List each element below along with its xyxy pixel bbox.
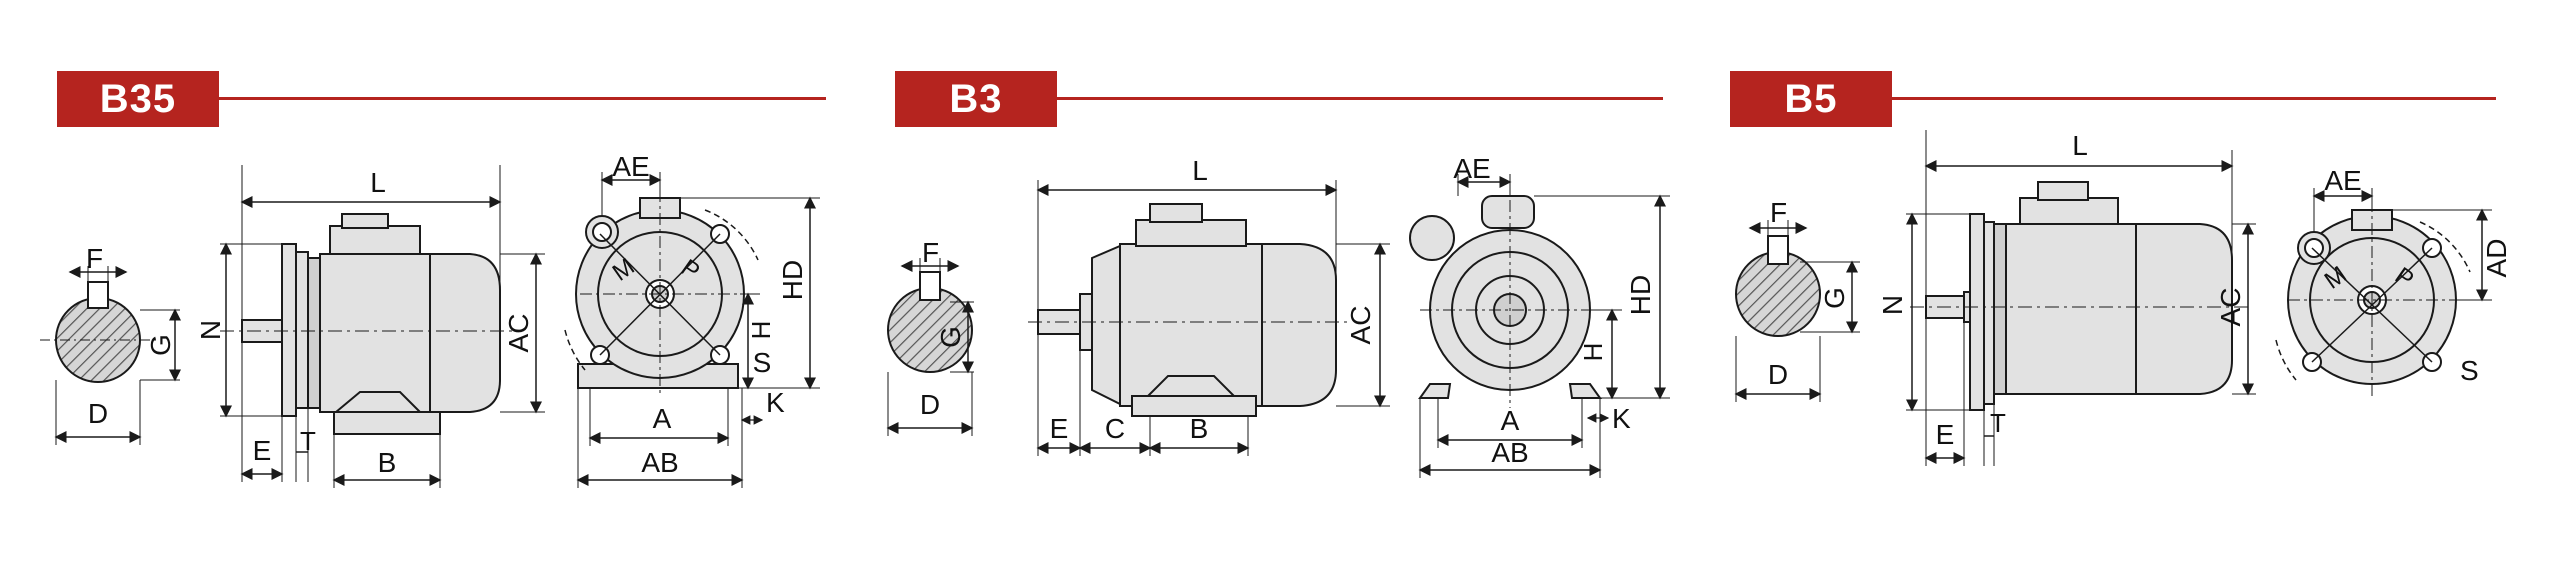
mounting-tag-b35: B35 [57, 71, 219, 127]
label-d: D [88, 398, 108, 429]
side-view [1906, 130, 2256, 466]
label-ad: AD [2481, 239, 2512, 278]
label-f: F [86, 243, 103, 274]
label-ac: AC [1345, 306, 1376, 345]
panel-b5: B5 [1700, 0, 2560, 564]
tag-rule-b3 [1057, 97, 1663, 100]
label-h: H [746, 321, 776, 340]
diagram-b35: F G D L N AC E T B AE HD H S A K AB M P [40, 151, 820, 488]
mounting-tag-b5: B5 [1730, 71, 1892, 127]
side-view [220, 165, 545, 488]
label-ae: AE [2324, 165, 2361, 196]
label-c: C [1105, 413, 1125, 444]
label-e: E [1050, 413, 1069, 444]
label-b: B [378, 447, 397, 478]
label-d: D [1768, 359, 1788, 390]
panel-b3: B3 [850, 0, 1700, 564]
label-ac: AC [503, 314, 534, 353]
label-t: T [300, 426, 316, 456]
label-a: A [1501, 405, 1520, 436]
label-s: S [2460, 355, 2479, 386]
tag-rule-b35 [219, 97, 826, 100]
label-n: N [1877, 295, 1908, 315]
label-e: E [253, 435, 272, 466]
label-f: F [1770, 197, 1787, 228]
label-a: A [653, 403, 672, 434]
diagram-b5: F G D L N AC E T AE AD S M P [1734, 130, 2512, 466]
shaft-section [40, 266, 181, 445]
label-l: L [2072, 130, 2088, 161]
diagram-b3: F G D L AC E C B AE HD H A K AB [886, 153, 1670, 478]
label-ae: AE [612, 151, 649, 182]
mounting-tag-b3: B3 [895, 71, 1057, 127]
label-ab: AB [641, 447, 678, 478]
shaft-section [886, 258, 974, 436]
end-view [564, 172, 820, 488]
end-view [2275, 188, 2492, 396]
tag-rule-b5 [1892, 97, 2496, 100]
label-l: L [1192, 155, 1208, 186]
label-g: G [1819, 287, 1850, 309]
label-g: G [145, 334, 176, 356]
label-s: S [753, 347, 772, 378]
label-ae: AE [1453, 153, 1490, 184]
label-ac: AC [2215, 288, 2246, 327]
label-n: N [195, 320, 226, 340]
label-hd: HD [1625, 275, 1656, 315]
label-t: T [1990, 408, 2006, 438]
label-b: B [1190, 413, 1209, 444]
label-f: F [922, 237, 939, 268]
side-view [1028, 180, 1390, 456]
label-l: L [370, 167, 386, 198]
label-e: E [1936, 419, 1955, 450]
label-hd: HD [777, 260, 808, 300]
end-view [1409, 174, 1670, 478]
label-g: G [935, 326, 966, 348]
label-k: K [1612, 403, 1631, 434]
label-d: D [920, 389, 940, 420]
shaft-section [1734, 220, 1860, 402]
label-k: K [766, 387, 785, 418]
label-h: H [1578, 343, 1608, 362]
panel-b35: B35 [0, 0, 850, 564]
label-ab: AB [1491, 437, 1528, 468]
